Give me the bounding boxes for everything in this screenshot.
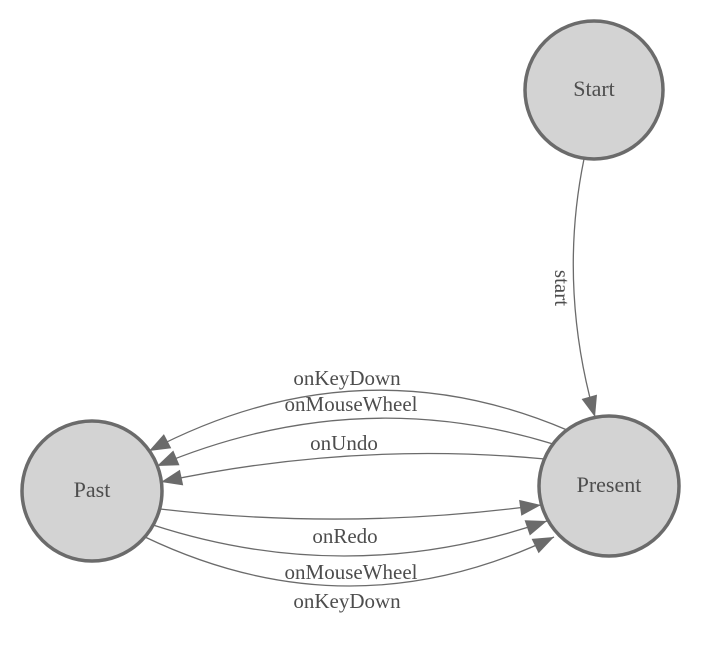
state-node-present: Present xyxy=(537,414,681,558)
edge-labels: start onKeyDown onMouseWheel onUndo onRe… xyxy=(285,270,574,613)
edge-label-onredo: onRedo xyxy=(312,524,377,548)
edge-label-onmousewheel-top: onMouseWheel xyxy=(285,392,418,416)
edge-label-onkeydown-top: onKeyDown xyxy=(293,366,401,390)
arrowheads xyxy=(149,394,597,554)
state-circle-past xyxy=(20,419,164,563)
state-label-past: Past xyxy=(74,477,111,502)
arrowhead-icon xyxy=(524,520,547,536)
edge-past-to-present-onkeydown xyxy=(144,536,555,587)
state-circle-start xyxy=(523,19,665,161)
edge-label-start: start xyxy=(550,270,574,306)
transition-edges xyxy=(144,158,596,587)
arrowhead-icon xyxy=(519,499,541,516)
state-label-present: Present xyxy=(577,472,642,497)
edge-past-to-present-onredo xyxy=(159,504,542,520)
edge-label-onundo: onUndo xyxy=(310,431,378,455)
edge-present-to-past-onmousewheel xyxy=(156,417,554,467)
state-label-present-circle xyxy=(537,414,681,558)
edge-past-to-present-onmousewheel xyxy=(152,520,548,557)
arrowhead-icon xyxy=(157,450,180,466)
state-label-start: Start xyxy=(573,76,615,101)
edge-present-to-past-onkeydown xyxy=(148,389,568,452)
edge-label-onkeydown-bottom: onKeyDown xyxy=(293,589,401,613)
edge-label-onmousewheel-bottom: onMouseWheel xyxy=(285,560,418,584)
arrowhead-icon xyxy=(531,537,554,554)
state-node-start: Start xyxy=(523,19,665,161)
arrowhead-icon xyxy=(149,434,172,451)
arrowhead-icon xyxy=(581,394,597,417)
edge-present-to-past-onundo xyxy=(160,452,546,483)
state-node-past: Past xyxy=(20,419,164,563)
edge-start-to-present xyxy=(572,158,596,418)
arrowhead-icon xyxy=(161,469,184,486)
